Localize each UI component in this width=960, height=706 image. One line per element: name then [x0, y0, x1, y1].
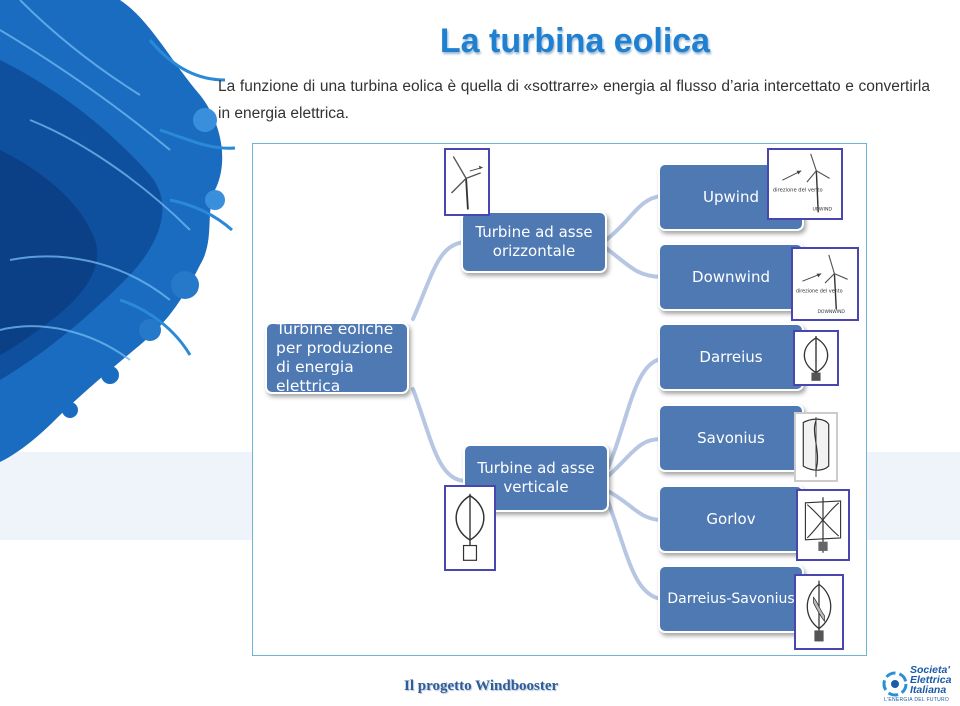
savonius-thumbnail	[794, 412, 838, 482]
horizontal-turbine-icon	[450, 156, 483, 210]
node-gorlov-label: Gorlov	[706, 509, 756, 528]
upwind-direction-caption: direzione del vento	[773, 188, 823, 194]
connector-darreius	[604, 357, 663, 474]
connector-gorlov	[604, 488, 663, 522]
node-horizontal-axis: Turbine ad asse orizzontale	[461, 211, 607, 273]
node-darreius: Darreius	[658, 323, 804, 391]
node-upwind-label: Upwind	[703, 187, 759, 206]
company-logo-icon	[882, 671, 908, 697]
darreius-savonius-thumbnail	[794, 574, 844, 650]
horizontal-turbine-thumbnail	[444, 148, 490, 216]
downwind-tag: DOWNWIND	[817, 309, 845, 315]
downwind-thumbnail: direzione del vento DOWNWIND	[791, 247, 859, 321]
downwind-direction-caption: direzione del vento	[796, 288, 843, 294]
connector-downwind	[604, 246, 663, 279]
page-title: La turbina eolica	[439, 22, 711, 60]
connector-savonius	[604, 437, 663, 480]
downwind-turbine-icon: direzione del vento DOWNWIND	[796, 254, 848, 315]
node-downwind-label: Downwind	[692, 267, 770, 286]
node-root: Turbine eoliche per produzione di energi…	[265, 320, 409, 395]
turbine-diagram: Turbine eoliche per produzione di energi…	[252, 143, 867, 656]
node-darreius-savonius-label: Darreius-Savonius	[667, 590, 795, 607]
connector-darreius-savonius	[604, 494, 663, 601]
node-darreius-savonius: Darreius-Savonius	[658, 565, 804, 633]
darreius-savonius-turbine-icon	[806, 580, 832, 642]
intro-paragraph: La funzione di una turbina eolica è quel…	[218, 78, 930, 122]
upwind-turbine-icon: direzione del vento UPWIND	[773, 153, 833, 212]
logo-line-2: Elettrica	[910, 674, 952, 686]
node-savonius: Savonius	[658, 404, 804, 472]
connector-root-vertical	[411, 387, 467, 483]
footer-project-title: Il progetto Windbooster	[404, 678, 559, 694]
upwind-thumbnail: direzione del vento UPWIND	[767, 148, 843, 220]
gorlov-turbine-icon	[804, 497, 842, 553]
connector-lines	[411, 194, 663, 601]
node-gorlov: Gorlov	[658, 485, 804, 553]
vertical-turbine-thumbnail	[444, 485, 496, 571]
logo-tagline: L'ENERGIA DEL FUTURO	[884, 697, 950, 703]
node-root-label: Turbine eoliche per produzione di energi…	[276, 320, 394, 395]
logo-line-3: Italiana	[910, 684, 947, 696]
logo-line-1: Societa'	[910, 664, 950, 676]
company-logo: Societa' Elettrica Italiana L'ENERGIA DE…	[878, 663, 960, 705]
savonius-turbine-icon	[802, 417, 830, 477]
tree-artwork	[0, 0, 236, 462]
darreius-turbine-icon	[803, 336, 829, 381]
vertical-turbine-icon	[455, 493, 485, 561]
node-savonius-label: Savonius	[697, 428, 765, 447]
node-downwind: Downwind	[658, 243, 804, 311]
connector-upwind	[604, 194, 663, 242]
darreius-thumbnail	[793, 330, 839, 386]
upwind-tag: UPWIND	[813, 206, 833, 212]
gorlov-thumbnail	[796, 489, 850, 561]
node-horizontal-axis-label: Turbine ad asse orizzontale	[475, 223, 593, 260]
node-vertical-axis-label: Turbine ad asse verticale	[477, 459, 595, 496]
node-darreius-label: Darreius	[699, 347, 763, 366]
connector-root-horizontal	[411, 240, 467, 321]
